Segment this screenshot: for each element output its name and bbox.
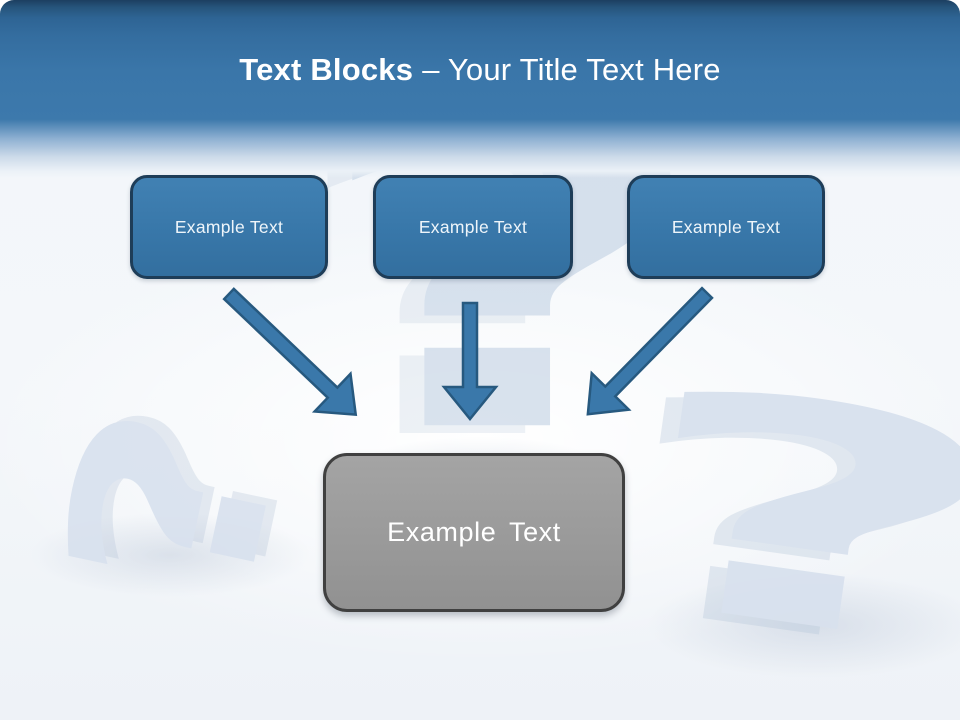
title-bold-text: Text Blocks bbox=[239, 52, 414, 87]
question-mark-watermark-left: ? bbox=[7, 381, 343, 629]
title-regular-text: – Your Title Text Here bbox=[422, 52, 721, 87]
header-gradient-band bbox=[0, 0, 960, 178]
arrow-down-right-icon bbox=[222, 287, 358, 417]
summary-block-label: Example Text bbox=[387, 517, 561, 547]
text-block-1: Example Text bbox=[130, 175, 328, 279]
slide-title: Text Blocks– Your Title Text Here bbox=[0, 52, 960, 88]
text-block-3: Example Text bbox=[627, 175, 825, 279]
summary-block: Example Text bbox=[323, 453, 625, 612]
text-block-1-label: Example Text bbox=[174, 216, 284, 237]
arrow-down-icon bbox=[441, 301, 499, 421]
text-block-2: Example Text bbox=[373, 175, 573, 279]
arrow-down-left-icon bbox=[586, 286, 714, 416]
text-block-3-label: Example Text bbox=[671, 216, 781, 237]
text-block-2-label: Example Text bbox=[418, 216, 528, 237]
